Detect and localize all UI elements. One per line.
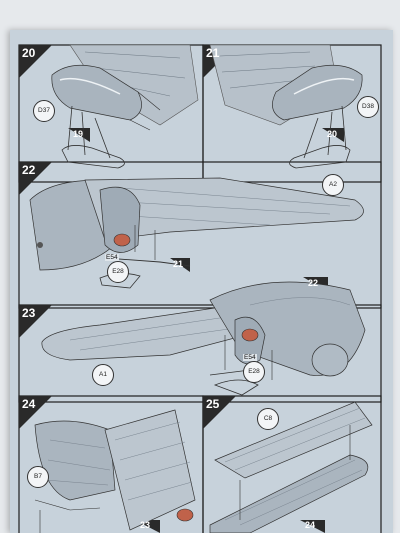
step-22-number: 22 [22,163,36,177]
step-20-number: 20 [22,46,36,60]
part-callout-d37: D37 [33,100,55,122]
step-20-ref: 19 [73,129,84,139]
step-21-drawing [209,44,363,169]
step-22-badge [19,162,52,195]
part-callout-e28-step22: E28 [107,261,129,283]
part-callout-a1: A1 [92,364,114,386]
step-22-ref: 21 [173,259,184,269]
part-callout-e28-step23: E28 [243,361,265,383]
step-25-number: 25 [206,397,220,411]
instruction-sheet: 20 21 22 23 24 25 19 20 21 22 23 24 D37 … [10,30,393,533]
step-20-badge [19,45,52,78]
step-23-number: 23 [22,306,36,320]
part-label-e54-step23: E54 [243,354,257,361]
step-22-drawing [29,177,364,289]
ref-20-tag [322,128,344,142]
step-24-number: 24 [22,397,36,411]
step-25-ref: 24 [305,520,316,530]
step-25-drawing [209,401,373,533]
part-callout-c8: C8 [257,408,279,430]
step-24-ref: 23 [140,520,151,530]
step-21-number: 21 [206,46,220,60]
part-label-e54-step22: E54 [105,254,119,261]
step-24-badge [19,396,52,429]
step-24-drawing [34,409,196,533]
step-21-ref: 20 [327,129,338,139]
part-callout-a2: A2 [322,174,344,196]
part-callout-b7: B7 [27,466,49,488]
step-25-badge [203,396,236,429]
ref-19-tag [68,128,90,142]
step-23-badge [19,305,52,338]
assembly-drawings [18,44,382,533]
step-23-ref: 22 [308,278,319,288]
step-23-drawing [41,281,366,396]
step-20-drawing [51,44,199,169]
panel-23-border [18,304,382,403]
ref-24-tag [300,520,325,533]
part-callout-d38: D38 [357,96,379,118]
panel-22-border [18,161,382,309]
panel-25-border [202,395,382,533]
